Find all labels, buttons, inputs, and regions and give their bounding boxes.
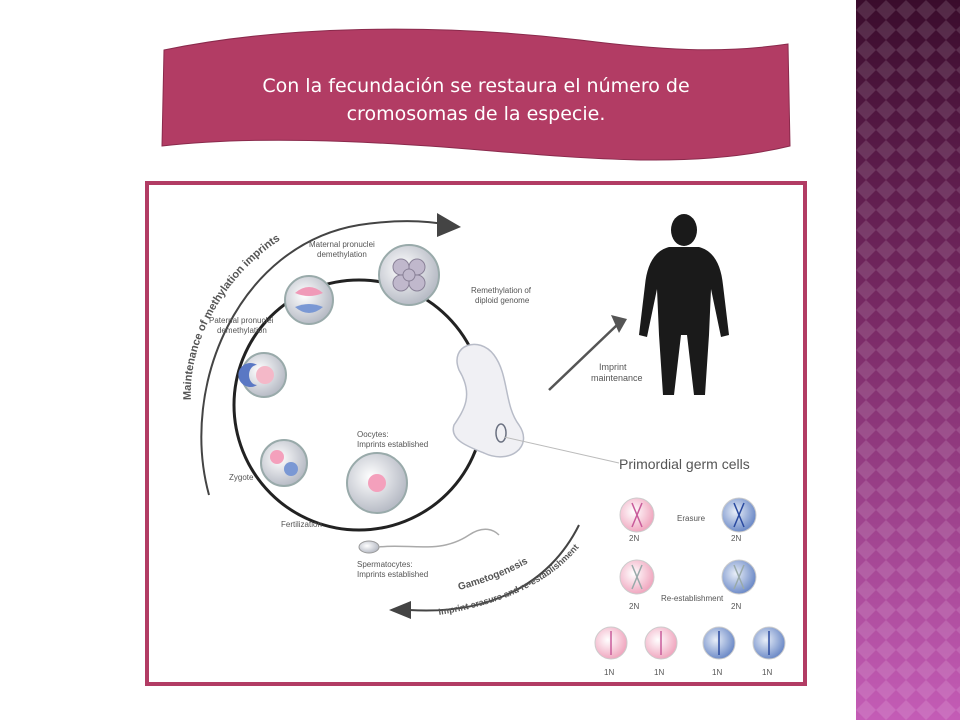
germ-cell-blue-bottom-2 [752,626,786,660]
imprint-label-2: maintenance [591,373,643,383]
title-banner [161,28,791,161]
label-1n-4: 1N [762,668,772,677]
germ-cell-pink-mid [619,559,655,595]
gametogenesis-arc [408,524,580,612]
germ-cell-blue-bottom-1 [702,626,736,660]
erasure-label: Erasure [677,514,706,523]
label-2n-4: 2N [731,602,741,611]
germ-cell-pink-top [619,497,655,533]
germ-cell-pink-bottom-1 [594,626,628,660]
maternal-label-2: demethylation [317,250,367,259]
label-2n-2: 2N [731,534,741,543]
reestablishment-label: Re-establishment [661,594,724,603]
label-2n-3: 2N [629,602,639,611]
figure-frame: Maintenance of methylation imprints Game… [145,181,807,686]
title-line-1: Con la fecundación se restaura el número… [262,75,690,97]
pgc-label: Primordial germ cells [619,456,750,472]
title-line-2: cromosomas de la especie. [346,103,606,125]
germ-cell-blue-mid [721,559,757,595]
maintenance-arrowhead [437,213,461,237]
embryo-icon [452,343,525,458]
label-1n-2: 1N [654,668,664,677]
germ-cell-pink-bottom-2 [644,626,678,660]
paternal-label-1: Paternal pronuclei [209,316,274,325]
gametogenesis-arrowhead [389,601,411,619]
title-text: Con la fecundación se restaura el número… [200,72,752,128]
maternal-label-1: Maternal pronuclei [309,240,375,249]
spermatocytes-label-2: Imprints established [357,570,428,579]
paternal-label-2: demethylation [217,326,267,335]
oocyte-cell [346,452,408,514]
pgc-leader-line [503,436,620,464]
human-silhouette-icon [639,214,729,395]
label-2n-1: 2N [629,534,639,543]
zygote-cell [260,439,308,487]
arc-bottom-label-2: Imprint erasure and re-establishment [438,542,581,617]
zygote-label: Zygote [229,473,254,482]
label-1n-1: 1N [604,668,614,677]
morula-cell [378,244,440,306]
oocytes-label-2: Imprints established [357,440,428,449]
maintenance-arc [200,220,450,496]
remethylation-label-1: Remethylation of [471,286,532,295]
germ-cell-blue-top [721,497,757,533]
imprint-label-1: Imprint [599,362,627,372]
decorative-side-strip [856,0,960,720]
fertilization-label: Fertilization [281,520,322,529]
spermatocytes-label-1: Spermatocytes: [357,560,413,569]
demethylated-cell [238,352,287,398]
imprint-maintenance-arrow [548,324,618,391]
methylation-cycle-diagram: Maintenance of methylation imprints Game… [182,213,786,677]
pronuclei-cell [284,275,334,325]
label-1n-3: 1N [712,668,722,677]
sperm-icon [358,528,500,554]
remethylation-label-2: diploid genome [475,296,530,305]
imprint-arrowhead [611,315,627,333]
oocytes-label-1: Oocytes: [357,430,389,439]
